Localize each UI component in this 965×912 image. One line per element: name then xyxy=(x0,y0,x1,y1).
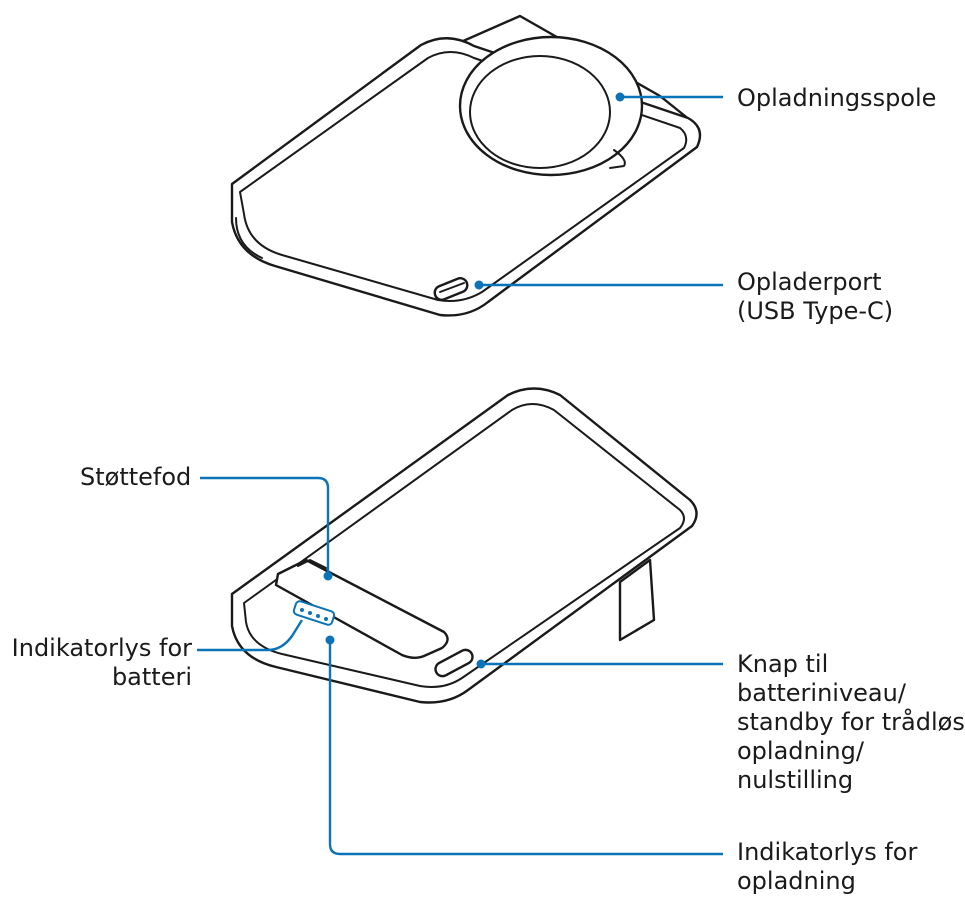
label-battery-indicator-line-1: Indikatorlys for xyxy=(11,634,192,662)
battery-indicator-lights xyxy=(292,600,336,626)
leader-battery-indicator xyxy=(197,619,304,652)
front-bottom-edge xyxy=(235,217,263,259)
label-charging-indicator: Indikatorlys for opladning xyxy=(737,838,917,896)
leader-lines xyxy=(197,92,723,856)
label-battery-indicator: Indikatorlys for batteri xyxy=(8,634,192,692)
label-charging-indicator-line-1: Indikatorlys for xyxy=(737,838,918,866)
device-front-view xyxy=(230,14,702,317)
front-top-face xyxy=(239,51,688,302)
label-charger-port-line-2: (USB Type-C) xyxy=(737,297,894,325)
kickstand xyxy=(274,558,449,659)
label-battery-button: Knap til batteriniveau/ standby for tråd… xyxy=(737,650,965,795)
label-kickstand-text: Støttefod xyxy=(80,463,192,491)
label-charging-coil: Opladningsspole xyxy=(737,84,936,113)
charging-coil xyxy=(458,35,644,177)
label-battery-indicator-line-2: batteri xyxy=(111,663,192,691)
battery-level-button xyxy=(434,648,474,678)
leader-kickstand xyxy=(200,476,330,576)
label-battery-button-line-1: Knap til xyxy=(737,650,829,678)
leader-charging-indicator xyxy=(328,640,723,856)
device-back-view xyxy=(230,387,698,704)
label-battery-button-line-4: opladning/ xyxy=(737,737,864,765)
label-battery-button-line-3: standby for trådløs xyxy=(737,708,965,736)
label-charging-indicator-line-2: opladning xyxy=(737,867,856,895)
label-charging-coil-text: Opladningsspole xyxy=(737,84,937,112)
label-battery-button-line-5: nulstilling xyxy=(737,766,854,794)
usb-c-port xyxy=(433,277,469,301)
label-kickstand: Støttefod xyxy=(80,463,191,492)
back-side-ledge xyxy=(618,558,656,642)
label-battery-button-line-2: batteriniveau/ xyxy=(737,679,906,707)
back-top-face xyxy=(243,403,685,688)
label-charger-port-line-1: Opladerport xyxy=(737,268,882,296)
label-charger-port: Opladerport (USB Type-C) xyxy=(737,268,893,326)
